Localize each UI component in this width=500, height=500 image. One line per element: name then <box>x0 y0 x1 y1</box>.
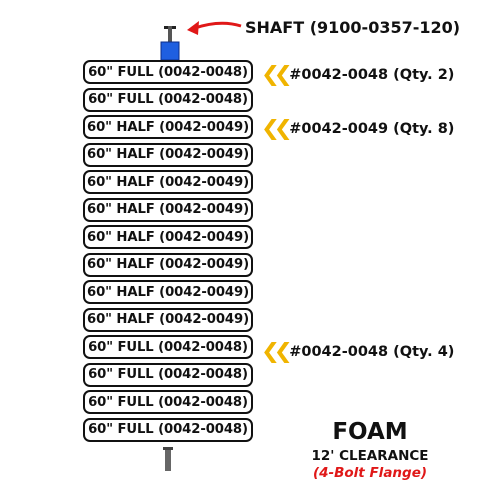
callout-half: ❮❮ #0042-0049 (Qty. 8) <box>260 116 455 140</box>
section-row: 60" FULL (0042-0048) <box>83 335 253 359</box>
section-row: 60" FULL (0042-0048) <box>83 390 253 414</box>
section-row: 60" FULL (0042-0048) <box>83 87 253 112</box>
callout-text: #0042-0049 (Qty. 8) <box>289 120 455 137</box>
diagram-title: FOAM <box>332 419 408 445</box>
section-row: 60" HALF (0042-0049) <box>83 170 253 194</box>
section-row: 60" HALF (0042-0049) <box>83 252 253 277</box>
section-row: 60" HALF (0042-0049) <box>83 197 253 222</box>
flange-note: (4-Bolt Flange) <box>312 465 428 482</box>
clearance-subtitle: 12' CLEARANCE <box>311 448 429 465</box>
section-row: 60" FULL (0042-0048) <box>83 362 253 387</box>
section-row: 60" HALF (0042-0049) <box>83 142 253 167</box>
callout-text: #0042-0048 (Qty. 2) <box>289 66 455 83</box>
shaft-top-icon <box>160 26 180 61</box>
callout-text: #0042-0048 (Qty. 4) <box>289 343 455 360</box>
section-stack: 60" FULL (0042-0048) 60" FULL (0042-0048… <box>83 60 253 445</box>
double-chevron-left-icon: ❮❮ <box>260 62 293 86</box>
callout-bottom-full: ❮❮ #0042-0048 (Qty. 4) <box>260 339 455 363</box>
shaft-label: SHAFT (9100-0357-120) <box>245 18 461 37</box>
callout-top-full: ❮❮ #0042-0048 (Qty. 2) <box>260 62 455 86</box>
section-row: 60" HALF (0042-0049) <box>83 280 253 304</box>
section-row: 60" HALF (0042-0049) <box>83 307 253 332</box>
title-block: FOAM 12' CLEARANCE (4-Bolt Flange) <box>300 419 440 482</box>
shaft-arrow-icon <box>187 21 242 35</box>
section-row: 60" FULL (0042-0048) <box>83 417 253 442</box>
shaft-bottom-icon <box>163 447 173 471</box>
double-chevron-left-icon: ❮❮ <box>260 116 293 140</box>
section-row: 60" HALF (0042-0049) <box>83 225 253 249</box>
section-row: 60" HALF (0042-0049) <box>83 115 253 139</box>
double-chevron-left-icon: ❮❮ <box>260 339 293 363</box>
section-row: 60" FULL (0042-0048) <box>83 60 253 84</box>
